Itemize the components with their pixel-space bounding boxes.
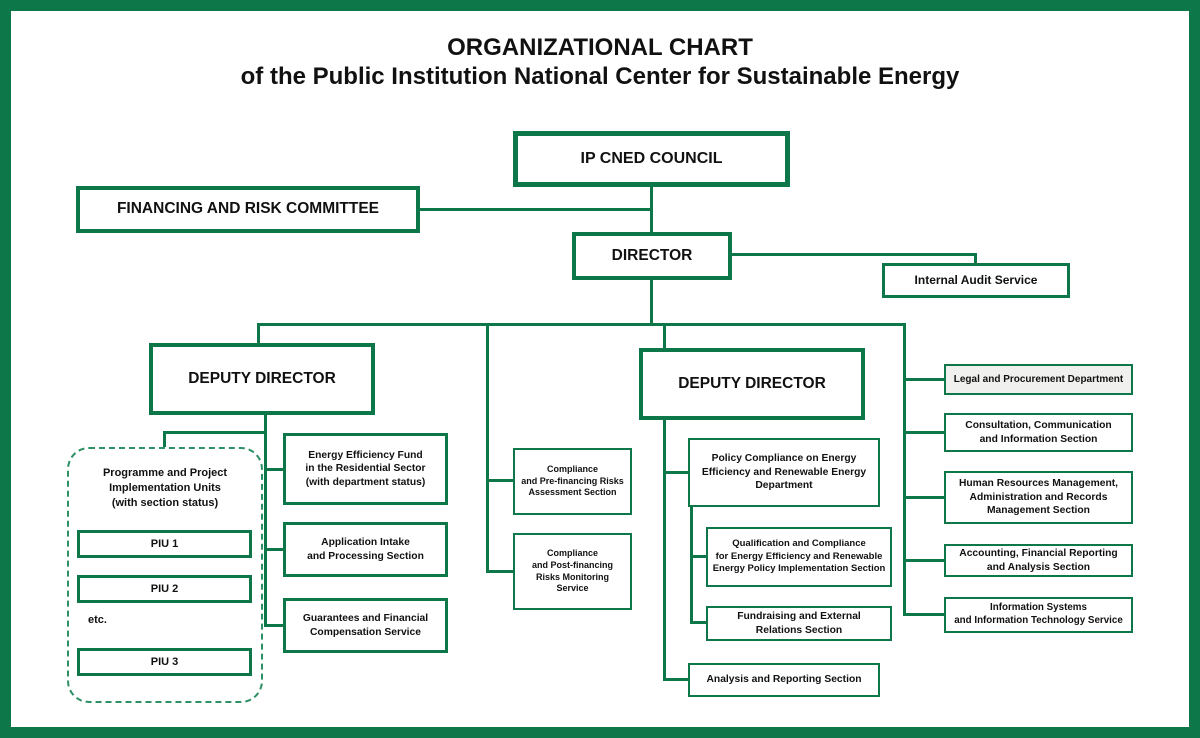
connector-line bbox=[690, 555, 706, 558]
node-director: DIRECTOR bbox=[572, 232, 732, 280]
connector-line bbox=[257, 323, 260, 343]
connector-line bbox=[663, 678, 688, 681]
connector-line bbox=[264, 624, 283, 627]
connector-line bbox=[163, 431, 267, 434]
node-deputy-director-right: DEPUTY DIRECTOR bbox=[639, 348, 865, 420]
node-internal-audit-service: Internal Audit Service bbox=[882, 263, 1070, 298]
connector-line bbox=[486, 479, 513, 482]
node-piu-2: PIU 2 bbox=[77, 575, 252, 603]
connector-line bbox=[650, 280, 653, 326]
node-policy-compliance-department: Policy Compliance on Energy Efficiency a… bbox=[688, 438, 880, 507]
connector-line bbox=[903, 431, 944, 434]
connector-line bbox=[732, 253, 977, 256]
connector-line bbox=[486, 570, 513, 573]
connector-line bbox=[163, 431, 166, 448]
node-compliance-pre-financing: Compliance and Pre-financing Risks Asses… bbox=[513, 448, 632, 515]
node-guarantees-financial-compensation: Guarantees and Financial Compensation Se… bbox=[283, 598, 448, 653]
connector-line bbox=[663, 471, 688, 474]
node-piu-1: PIU 1 bbox=[77, 530, 252, 558]
connector-line bbox=[257, 323, 906, 326]
node-accounting-financial-reporting: Accounting, Financial Reporting and Anal… bbox=[944, 544, 1133, 577]
connector-line bbox=[663, 420, 666, 681]
connector-line bbox=[264, 548, 283, 551]
node-analysis-reporting: Analysis and Reporting Section bbox=[688, 663, 880, 697]
connector-line bbox=[903, 323, 906, 616]
connector-line bbox=[903, 378, 944, 381]
connector-line bbox=[903, 559, 944, 562]
chart-title: ORGANIZATIONAL CHART of the Public Insti… bbox=[0, 33, 1200, 91]
connector-line bbox=[264, 468, 283, 471]
piu-group-title: Programme and Project Implementation Uni… bbox=[102, 467, 228, 509]
connector-line bbox=[690, 507, 693, 624]
node-qualification-compliance-section: Qualification and Compliance for Energy … bbox=[706, 527, 892, 587]
chart-title-line1: ORGANIZATIONAL CHART bbox=[447, 34, 753, 61]
connector-line bbox=[690, 621, 706, 624]
connector-line bbox=[486, 323, 489, 573]
etc-label: etc. bbox=[88, 614, 107, 626]
node-ip-cned-council: IP CNED COUNCIL bbox=[513, 131, 790, 187]
connector-line bbox=[903, 613, 944, 616]
node-human-resources: Human Resources Management, Administrati… bbox=[944, 471, 1133, 524]
node-piu-3: PIU 3 bbox=[77, 648, 252, 676]
node-deputy-director-left: DEPUTY DIRECTOR bbox=[149, 343, 375, 415]
node-information-systems: Information Systems and Information Tech… bbox=[944, 597, 1133, 633]
connector-line bbox=[663, 323, 666, 348]
node-consultation-communication: Consultation, Communication and Informat… bbox=[944, 413, 1133, 452]
node-fundraising-external-relations: Fundraising and External Relations Secti… bbox=[706, 606, 892, 641]
node-energy-efficiency-fund: Energy Efficiency Fund in the Residentia… bbox=[283, 433, 448, 505]
connector-line bbox=[264, 415, 267, 627]
node-legal-procurement: Legal and Procurement Department bbox=[944, 364, 1133, 395]
chart-title-line2: of the Public Institution National Cente… bbox=[240, 63, 960, 90]
node-compliance-post-financing: Compliance and Post-financing Risks Moni… bbox=[513, 533, 632, 610]
connector-line bbox=[903, 496, 944, 499]
connector-line bbox=[974, 253, 977, 265]
node-financing-risk-committee: FINANCING AND RISK COMMITTEE bbox=[76, 186, 420, 233]
node-application-intake: Application Intake and Processing Sectio… bbox=[283, 522, 448, 577]
connector-line bbox=[420, 208, 653, 211]
